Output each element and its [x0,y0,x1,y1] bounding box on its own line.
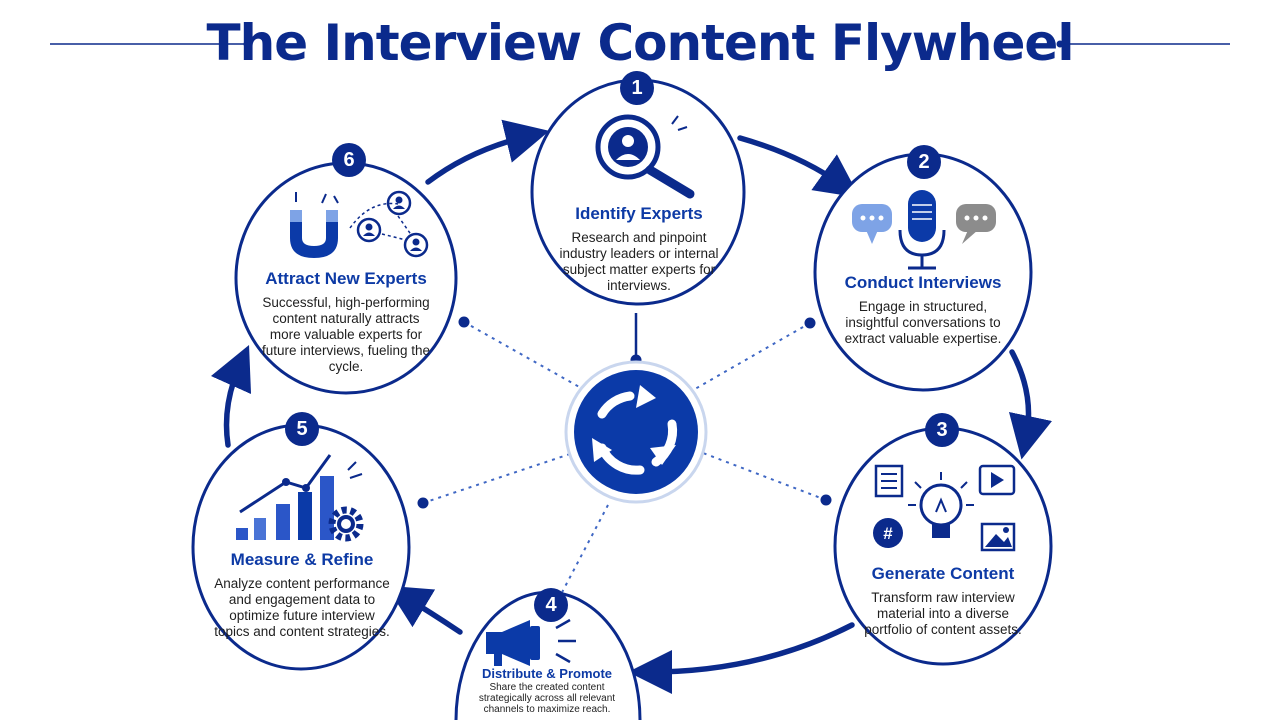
page-title: The Interview Content Flywheel [206,14,1075,72]
step-1-text: Identify Experts Research and pinpoint i… [556,204,722,294]
magnifier-target-person-icon [595,114,695,199]
center-hub [564,360,708,504]
step-1-description: Research and pinpoint industry leaders o… [559,230,719,293]
step-1-badge: 1 [620,71,654,105]
arrow-2-to-3 [1008,349,1053,460]
step-3-description: Transform raw interview material into a … [864,590,1022,637]
flow-arrows [210,119,1053,694]
step-6-badge: 6 [332,143,366,177]
step-1-title: Identify Experts [575,204,703,223]
node-2-circle [813,152,1033,392]
step-5-description: Analyze content performance and engageme… [214,576,390,639]
step-4-title: Distribute & Promote [481,666,612,681]
megaphone-icon [486,618,576,666]
step-2-badge: 2 [907,145,941,179]
lightbulb-content-icon: # [873,464,1016,552]
magnet-network-icon [290,190,429,258]
arrow-4-to-5 [386,585,463,635]
arrow-6-to-1 [425,119,550,185]
step-2-title: Conduct Interviews [844,273,1002,292]
step-5-text: Measure & Refine Analyze content perform… [212,550,392,640]
step-3-title: Generate Content [871,564,1015,583]
step-4-description: Share the created content strategically … [478,682,616,715]
title-decoration [50,40,1230,48]
step-2-description: Engage in structured, insightful convers… [844,299,1002,346]
step-6-text: Attract New Experts Successful, high-per… [260,269,432,375]
center-connectors [422,321,827,601]
arrow-5-to-6 [210,344,252,448]
microphone-chat-icon [852,190,996,270]
bar-chart-gear-icon [236,454,364,542]
step-3-text: Generate Content Transform raw interview… [860,564,1026,638]
step-4-text: Distribute & Promote Share the created c… [474,666,620,715]
node-circles [191,78,1053,720]
arrow-1-to-2 [737,135,860,198]
svg-text:#: # [883,524,893,543]
step-5-badge: 5 [285,412,319,446]
step-5-title: Measure & Refine [230,550,374,569]
step-6-title: Attract New Experts [265,269,427,288]
arrow-3-to-4 [628,622,855,694]
step-3-badge: 3 [925,413,959,447]
step-2-text: Conduct Interviews Engage in structured,… [840,273,1006,347]
step-6-description: Successful, high-performing content natu… [261,295,431,374]
step-4-badge: 4 [534,588,568,622]
